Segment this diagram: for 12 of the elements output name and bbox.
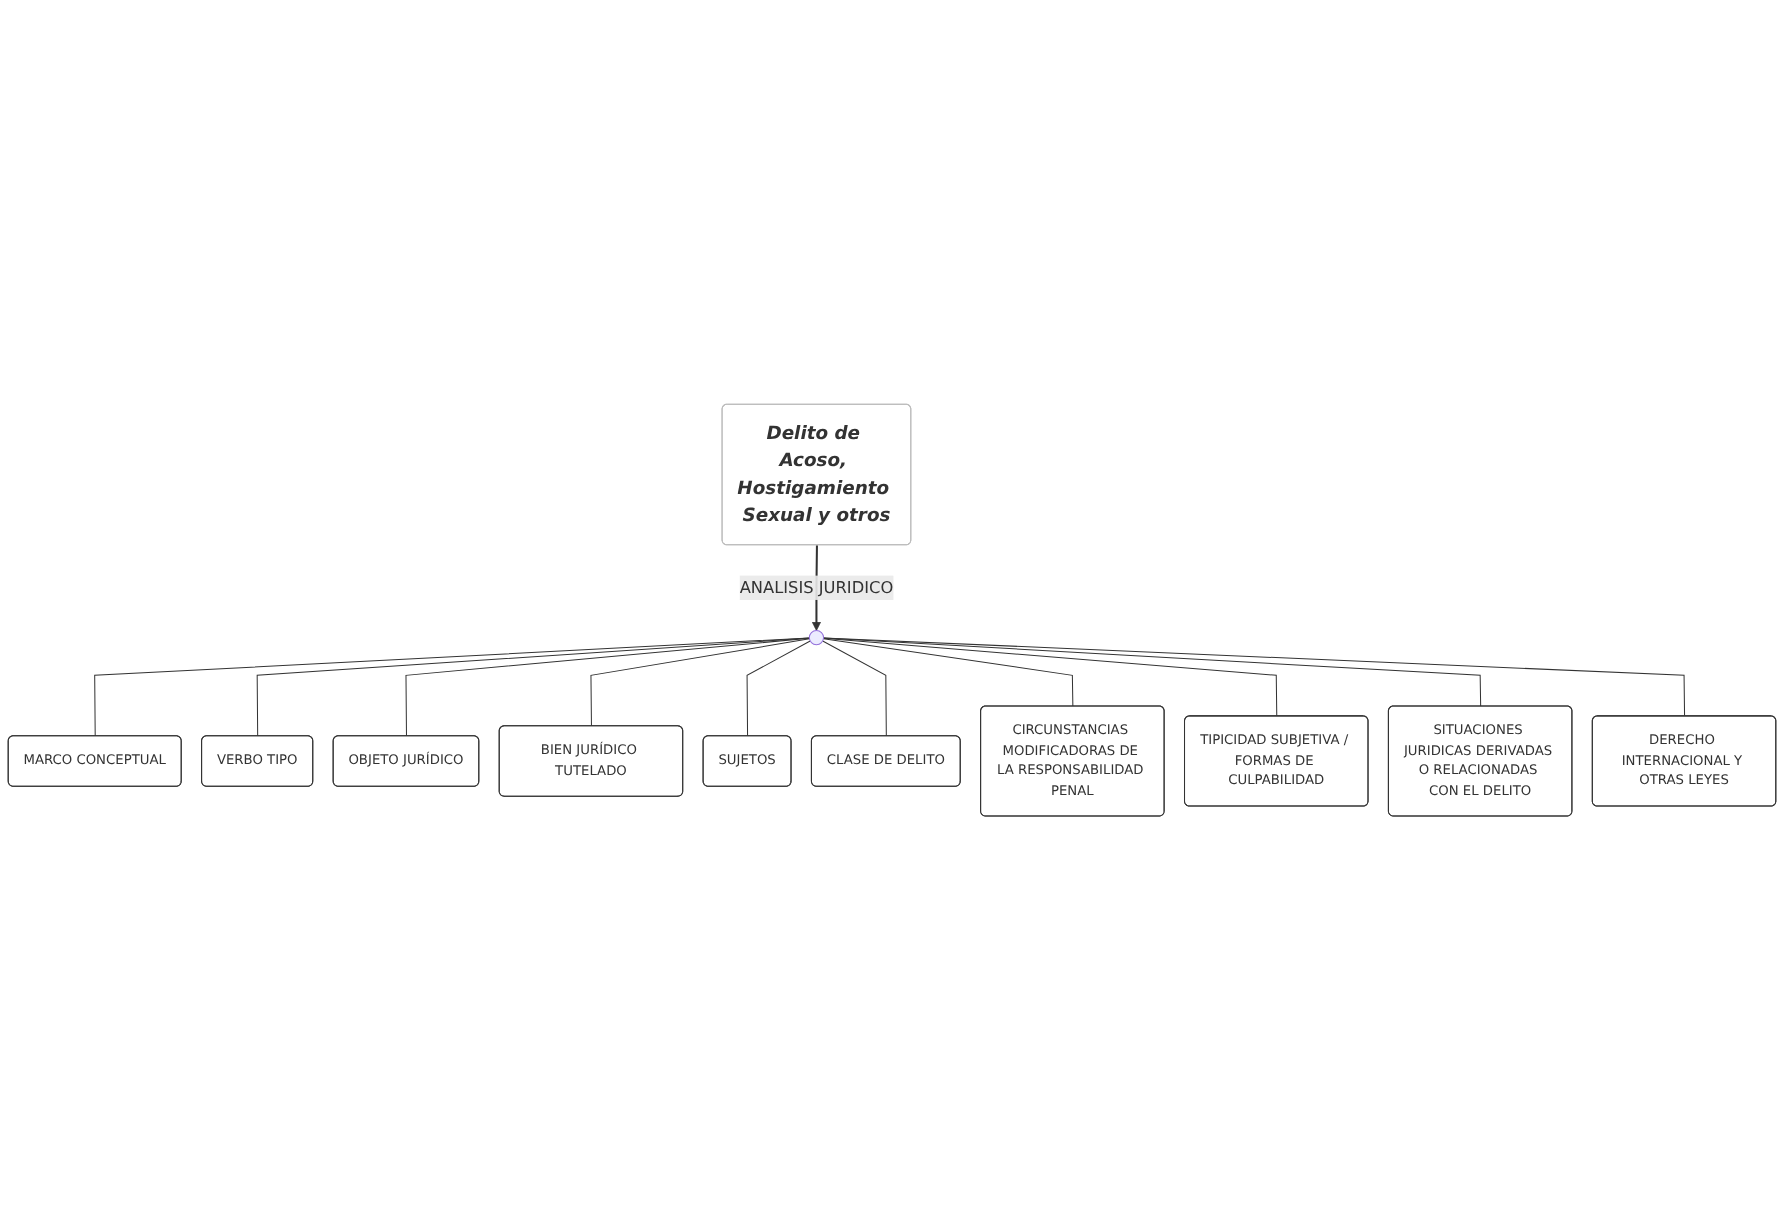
connector [590, 638, 810, 727]
node-circle [808, 629, 825, 646]
connector [822, 640, 887, 737]
connector [823, 637, 1686, 717]
connector [746, 640, 811, 737]
connector [256, 637, 810, 737]
connector [94, 637, 810, 737]
edge-label: ANALISIS JURIDICO [739, 577, 894, 597]
connector [405, 637, 810, 737]
connector [823, 638, 1074, 707]
connector [823, 637, 1482, 707]
connector [823, 637, 1278, 717]
